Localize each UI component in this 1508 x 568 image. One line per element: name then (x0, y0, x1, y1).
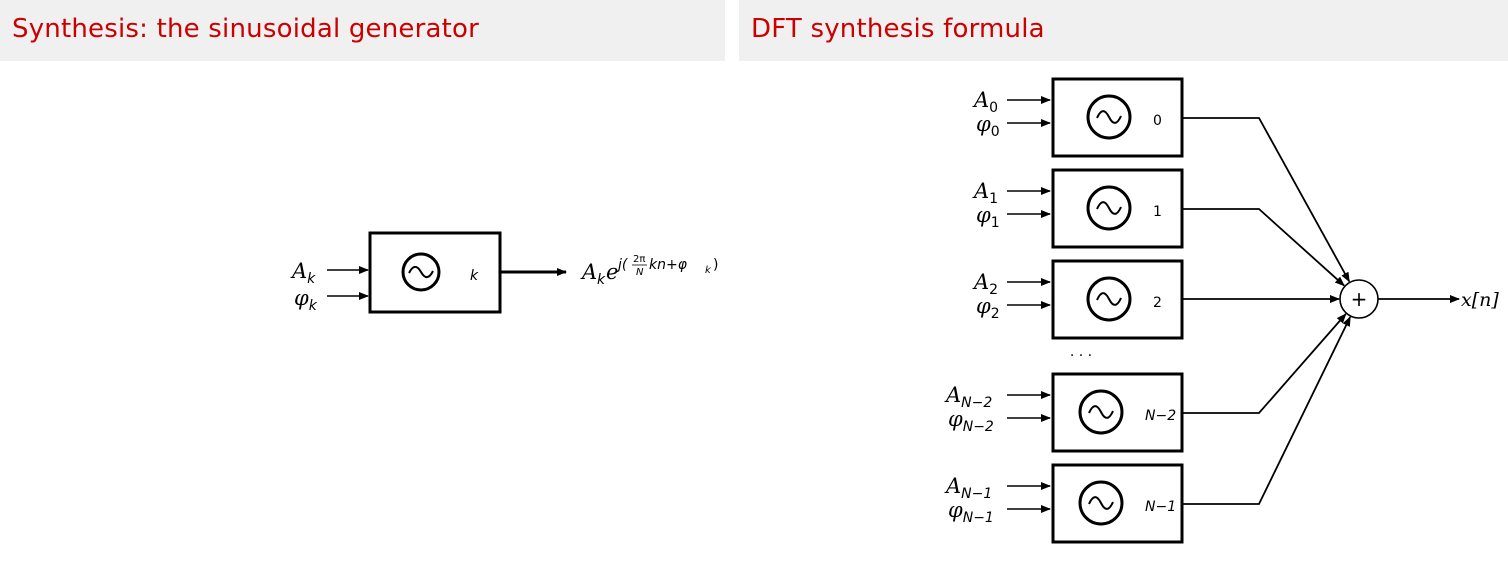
generator-index: 1 (1153, 204, 1162, 220)
amplitude-label: Ak (290, 259, 316, 287)
formula-exp-j: j( (616, 257, 628, 273)
adder-plus-icon: + (1351, 287, 1368, 311)
formula-exp-k: k (705, 265, 712, 276)
slide-sinusoidal-generator: Synthesis: the sinusoidal generator Ak φ… (0, 0, 725, 568)
formula-A: A (580, 260, 597, 284)
oscillator-icon (1086, 185, 1132, 231)
oscillator-icon (1086, 276, 1132, 322)
formula-exp-2pi: 2π (633, 254, 645, 265)
phase-label: φ0 (976, 112, 1000, 140)
phase-label: φN−2 (948, 407, 994, 435)
phase-label: φ1 (976, 203, 1000, 231)
generator-index: k (470, 268, 479, 284)
output-connector (1182, 117, 1351, 283)
sine-wave-icon (1096, 110, 1122, 124)
oscillator-icon (1078, 480, 1124, 526)
output-connector (1182, 316, 1352, 505)
generator-index: N−1 (1145, 499, 1176, 515)
phase-label: φk (294, 286, 318, 314)
title-bar: DFT synthesis formula (739, 0, 1508, 61)
output-connector (1182, 208, 1345, 287)
generator-box (1051, 259, 1184, 340)
generator-box (1051, 168, 1184, 249)
title-bar: Synthesis: the sinusoidal generator (0, 0, 725, 61)
generator-index: 0 (1153, 113, 1162, 129)
slide-title: DFT synthesis formula (751, 14, 1045, 44)
output-x-n: x[n] (1461, 289, 1499, 311)
sine-wave-icon (1088, 496, 1114, 510)
sine-wave-icon (1096, 201, 1122, 215)
oscillator-icon (401, 252, 441, 292)
phase-label: φN−1 (948, 498, 994, 526)
formula-k-sub: k (597, 272, 606, 288)
generator-diagram: Ak φk k A k e j( 2π N kn+φ k ) (290, 231, 718, 314)
generator-index: 2 (1153, 295, 1162, 311)
formula-e: e (606, 260, 618, 284)
amplitude-label: AN−2 (944, 383, 992, 411)
amplitude-label: A1 (972, 179, 998, 207)
oscillator-icon (1086, 94, 1132, 140)
amplitude-label: A2 (972, 270, 998, 298)
oscillator-icon (1078, 389, 1124, 435)
ellipsis: · · · (1070, 348, 1092, 364)
generator-index: N−2 (1145, 408, 1176, 424)
amplitude-label: AN−1 (944, 474, 992, 502)
generator-box (368, 231, 502, 314)
amplitude-label: A0 (972, 88, 998, 116)
formula-exp-close: ) (713, 257, 718, 273)
generator-box (1051, 77, 1184, 158)
formula-exp-kn: kn+φ (649, 257, 688, 273)
formula-exp-N: N (636, 267, 644, 278)
sine-wave-icon (408, 265, 434, 279)
sine-wave-icon (1088, 405, 1114, 419)
output-formula: A k e j( 2π N kn+φ k ) (580, 254, 718, 288)
output-connector (1182, 313, 1347, 414)
phase-label: φ2 (976, 294, 1000, 322)
sine-wave-icon (1096, 292, 1122, 306)
slide-title: Synthesis: the sinusoidal generator (12, 14, 480, 44)
